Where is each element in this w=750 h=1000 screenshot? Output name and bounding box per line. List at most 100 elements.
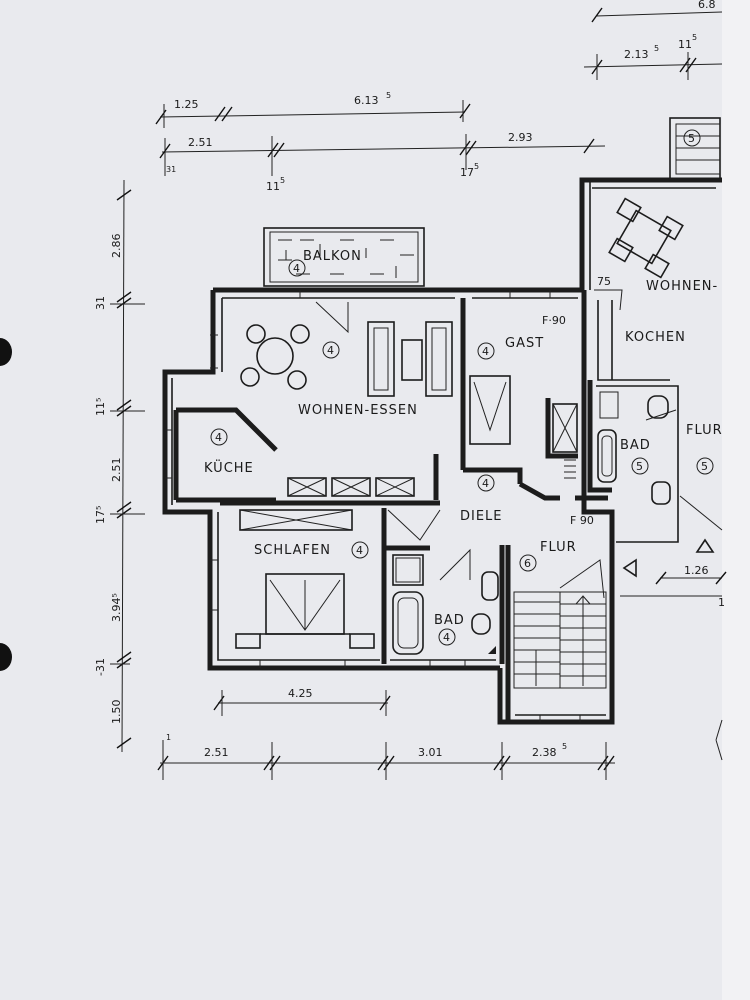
- dim-11-5-right-sup: 5: [692, 33, 697, 42]
- room-label-neighbor-bad: BAD: [620, 438, 651, 453]
- circle-number: 4: [293, 262, 300, 275]
- balcony: BALKON 4: [263, 227, 425, 287]
- dim-2-385-sup: 5: [562, 742, 567, 751]
- sofa: [425, 321, 453, 397]
- dim-top-mark: 1: [166, 733, 171, 742]
- paper-edge: [722, 0, 750, 1000]
- dim-17-5-top: 17: [460, 166, 474, 179]
- coffee-table: [401, 339, 423, 381]
- triangle-marker: [622, 558, 637, 578]
- neighbor-toilet: [647, 395, 669, 419]
- circle-number: 4: [327, 344, 334, 357]
- label-f90-flur: F 90: [570, 514, 594, 527]
- triangle-marker: [695, 538, 715, 553]
- dim-1-26: 1.26: [684, 564, 709, 577]
- dim-75: 75: [597, 275, 611, 288]
- guest-bed: [469, 375, 511, 445]
- room-label-kueche: KÜCHE: [204, 459, 254, 476]
- room-label-bad: BAD: [434, 613, 465, 628]
- room-label-neighbor-wohnen: WOHNEN-: [646, 279, 718, 294]
- top-dimensions: 1.25 6.13 5 2.51 2.93 31 11 5 17 5 6.8 2…: [155, 0, 723, 193]
- chair: [290, 324, 310, 344]
- room-type-circle: [288, 259, 306, 277]
- dim-31-top: 31: [166, 165, 176, 174]
- circle-number: 4: [215, 431, 222, 444]
- dim-11-5-right: 11: [678, 38, 692, 51]
- sofa: [367, 321, 395, 397]
- punch-hole-top: [0, 338, 12, 366]
- dim-v-31: 31: [94, 296, 107, 310]
- room-label-flur: FLUR: [540, 540, 577, 555]
- stairwell: FLUR 6 F 90: [513, 514, 607, 689]
- circle-number: 5: [688, 132, 695, 145]
- dim-v-3-945: 3.94⁵: [110, 593, 123, 622]
- wardrobes: [239, 477, 415, 531]
- room-label-wohnen-essen: WOHNEN-ESSEN: [298, 403, 418, 418]
- dim-4-25: 4.25: [288, 687, 313, 700]
- room-label-neighbor-kochen: KOCHEN: [625, 330, 686, 345]
- dim-v-31-neg: -31: [94, 658, 107, 676]
- dim-17-5-top-sup: 5: [474, 162, 479, 171]
- dim-2-51-bottom: 2.51: [204, 746, 229, 759]
- neighbor-bathtub: [597, 429, 617, 483]
- dim-11-5-top-sup: 5: [280, 176, 285, 185]
- dim-6-8: 6.8: [698, 0, 716, 11]
- dim-6-135: 6.13: [354, 94, 379, 107]
- dim-v-17-5: 17⁵: [94, 506, 107, 524]
- dim-2-135-sup: 5: [654, 44, 659, 53]
- circle-number: 4: [356, 544, 363, 557]
- nightstand: [235, 633, 261, 649]
- neighbor-dining-table: [616, 209, 672, 265]
- kitchen: KÜCHE 4: [204, 428, 254, 476]
- dim-1-edge: 1: [718, 596, 725, 609]
- dim-11-5-top: 11: [266, 180, 280, 193]
- room-label-balkon: BALKON: [303, 249, 362, 264]
- dim-v-1-50: 1.50: [110, 700, 123, 725]
- neighbor-washbasin: [651, 481, 671, 505]
- nightstand: [349, 633, 375, 649]
- shower-tray: [392, 554, 424, 586]
- hallway: DIELE 4: [387, 474, 503, 581]
- chair: [240, 367, 260, 387]
- inner-lines: [165, 180, 716, 722]
- room-label-schlafen: SCHLAFEN: [254, 543, 331, 558]
- bathroom: BAD 4: [392, 554, 499, 655]
- dim-3-01: 3.01: [418, 746, 443, 759]
- washbasin: [481, 571, 499, 601]
- left-dimensions: 2.86 31 11⁵ 2.51 17⁵ 3.94⁵ -31 1.50: [94, 179, 145, 753]
- living-dining-room: WOHNEN-ESSEN 4: [240, 301, 453, 418]
- dim-6-135-sup: 5: [386, 91, 391, 100]
- dim-2-385: 2.38: [532, 746, 557, 759]
- dim-2-135: 2.13: [624, 48, 649, 61]
- dim-v-2-86: 2.86: [110, 234, 123, 259]
- guest-room: GAST 4 F·90: [469, 314, 578, 479]
- dim-2-93: 2.93: [508, 131, 533, 144]
- circle-number: 4: [482, 477, 489, 490]
- dining-table: [256, 337, 294, 375]
- room-label-neighbor-flur: FLUR: [686, 423, 723, 438]
- circle-number: 6: [524, 557, 531, 570]
- toilet: [471, 613, 491, 635]
- bathtub: [392, 591, 424, 655]
- punch-hole-bottom: [0, 643, 12, 671]
- room-label-diele: DIELE: [460, 509, 503, 524]
- dim-1-25: 1.25: [174, 98, 199, 111]
- circle-number: 5: [701, 460, 708, 473]
- dim-v-2-51: 2.51: [110, 458, 123, 483]
- bottom-dimensions: 4.25 1 2.51 3.01 2.38 5: [157, 687, 615, 780]
- bedroom: SCHLAFEN 4: [235, 541, 375, 649]
- shaft-marker: [488, 646, 496, 654]
- room-label-gast: GAST: [505, 336, 544, 351]
- chair: [287, 370, 307, 390]
- dim-v-11-5: 11⁵: [94, 398, 107, 416]
- circle-number: 4: [443, 631, 450, 644]
- neighbor-unit: WOHNEN- 75 KOCHEN BAD 5 FLUR 5 5 1.26: [587, 117, 727, 761]
- walls: [162, 177, 722, 725]
- dim-2-51-top: 2.51: [188, 136, 213, 149]
- circle-number: 4: [482, 345, 489, 358]
- circle-number: 5: [636, 460, 643, 473]
- chair: [246, 324, 266, 344]
- label-f90-gast: F·90: [542, 314, 566, 327]
